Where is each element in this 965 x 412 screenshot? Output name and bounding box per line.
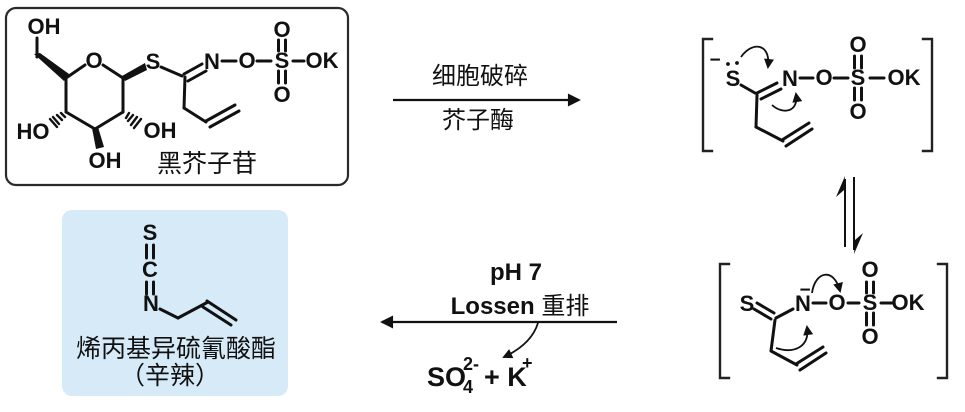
atom-label: O — [861, 257, 878, 282]
left-bracket — [701, 37, 714, 153]
step1-condition-top: 细胞破碎 — [432, 63, 528, 90]
product-highlight-box — [62, 210, 288, 396]
byproduct-cation: + K — [484, 362, 527, 392]
lone-pair-dot — [726, 62, 730, 66]
atom-label: C — [142, 257, 158, 282]
atom-label: S — [146, 49, 161, 74]
curved-electron-arrow — [811, 273, 843, 294]
lossen-label: Lossen — [451, 293, 535, 320]
negative-charge: − — [709, 50, 720, 71]
atom-label: N — [795, 291, 811, 316]
atom-label: S — [740, 291, 755, 316]
atom-label: N — [782, 66, 798, 91]
reactant-outline-box — [4, 6, 350, 187]
bold-wedge-bond — [122, 63, 147, 81]
atom-label: O — [849, 99, 866, 124]
right-bracket — [936, 262, 949, 380]
thiolate-intermediate: − S N O S O O OK — [701, 32, 934, 153]
byproduct-superscript: 2- — [463, 354, 479, 374]
thiolate-bonds — [739, 54, 886, 148]
byproduct-base: SO — [427, 362, 466, 392]
reactant-caption: 黑芥子苷 — [157, 150, 257, 178]
byproduct-subscript: 4 — [463, 377, 473, 397]
product-caption-name: 烯丙基异硫氰酸酯 — [76, 335, 276, 363]
product-group: S C N 烯丙基异硫氰酸酯 （辛辣） — [62, 210, 288, 396]
atom-label: S — [143, 220, 158, 245]
thiolate-atom-labels: S N O S O O OK — [726, 32, 921, 124]
atom-label: O — [238, 48, 255, 73]
bold-wedge-bond — [92, 127, 104, 149]
atom-label: OK — [888, 65, 921, 90]
atom-label: OK — [306, 48, 339, 73]
atom-label: O — [273, 82, 290, 107]
atom-label: N — [143, 291, 159, 316]
thiohydroximate-intermediate: − S N O S O O OK — [718, 257, 949, 380]
atom-label: O — [849, 32, 866, 57]
left-bracket — [718, 262, 731, 380]
atom-label: OH — [28, 14, 61, 39]
step1-arrow-group: 细胞破碎 芥子酶 — [393, 63, 581, 134]
equilibrium-arrows — [836, 176, 863, 254]
atom-label: O — [273, 17, 290, 42]
curved-electron-arrow — [740, 45, 774, 69]
atom-label: OK — [892, 290, 925, 315]
atom-label: OH — [89, 148, 122, 173]
byproduct-branch-arrow — [502, 322, 539, 359]
atom-label: HO — [17, 119, 50, 144]
product-caption-pungent: （辛辣） — [120, 362, 220, 390]
step2-arrow-group: pH 7 Lossen 重排 SO 4 2- + K + — [380, 259, 617, 397]
sinigrin-reactant: OH O HO OH OH S N O S O O OK 黑芥子苷 — [4, 6, 350, 187]
bold-wedge-bond — [34, 53, 69, 81]
atom-label: O — [85, 48, 102, 73]
sinigrin-bonds — [34, 36, 306, 149]
atom-label: O — [828, 290, 845, 315]
atom-label: S — [726, 66, 741, 91]
right-bracket — [921, 37, 934, 153]
step2-condition-lossen: Lossen 重排 — [451, 293, 590, 320]
byproduct-formula: SO 4 2- + K + — [427, 353, 533, 397]
product-bonds — [145, 243, 238, 327]
curved-electron-arrow — [771, 92, 803, 112]
lone-pair-dot — [735, 61, 739, 65]
rearrangement-label: 重排 — [535, 293, 590, 320]
thiohydroximate-atom-labels: S N O S O O OK — [740, 257, 925, 349]
step1-condition-bottom: 芥子酶 — [442, 107, 514, 134]
atom-label: O — [815, 65, 832, 90]
curved-electron-arrow — [775, 325, 814, 351]
product-atom-labels: S C N — [142, 220, 159, 316]
step2-condition-ph: pH 7 — [490, 259, 542, 286]
hashed-wedge-bond — [48, 111, 67, 129]
atom-label: S — [863, 290, 878, 315]
atom-label: O — [861, 324, 878, 349]
up-harpoon-head — [836, 176, 845, 197]
down-harpoon-head — [854, 233, 863, 254]
atom-label: N — [204, 49, 220, 74]
sinigrin-atom-labels: OH O HO OH OH S N O S O O OK — [17, 14, 339, 173]
cation-charge: + — [522, 353, 533, 373]
atom-label: S — [851, 65, 866, 90]
atom-label: S — [275, 48, 290, 73]
thiohydroximate-bonds — [752, 280, 895, 372]
negative-charge: − — [799, 280, 810, 301]
atom-label: OH — [144, 118, 177, 143]
hashed-wedge-bond — [124, 111, 143, 130]
